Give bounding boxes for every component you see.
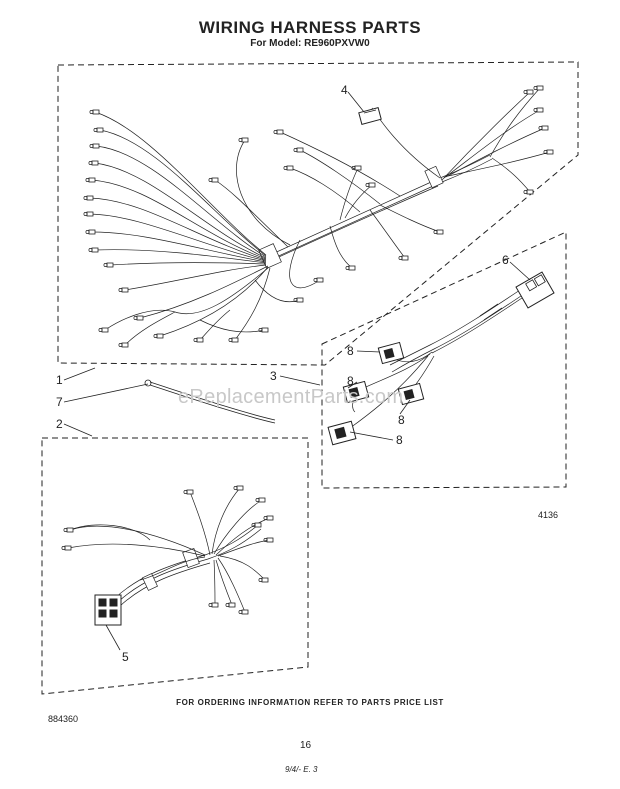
callout-5: 5 [122,650,129,664]
page-number: 16 [300,740,312,751]
loose-wire-part-7 [144,379,276,424]
watermark: eReplacementParts.com [178,386,404,408]
callout-1: 1 [56,373,63,387]
callout-8a: 8 [347,344,354,358]
callout-7: 7 [56,395,63,409]
leader-lines [63,91,531,651]
main-harness [89,87,551,346]
main-harness-terminals [83,85,554,348]
lower-harness-terminals [61,485,274,615]
lower-harness [67,487,271,613]
ordering-note: FOR ORDERING INFORMATION REFER TO PARTS … [176,698,444,707]
callout-8b: 8 [347,374,354,388]
plug-connectors-part-8 [327,341,425,446]
callout-4: 4 [341,83,348,97]
panel-plug-harness-border [321,231,567,489]
handwritten-note: 9/4/- E. 3 [285,765,318,774]
connector-part-4 [358,107,382,125]
callout-3: 3 [270,369,277,383]
callout-2: 2 [56,417,63,431]
figure-number: 4136 [538,510,559,520]
callout-8c: 8 [398,413,405,427]
panel-lower-harness-border [41,437,309,695]
document-part-number: 884360 [48,714,79,724]
block-connector-part-5 [94,594,122,626]
plug-connector-part-6 [515,271,555,309]
panel-main-harness-border [57,61,579,366]
model-subtitle: For Model: RE960PXVW0 [250,38,370,49]
callout-6: 6 [502,253,509,267]
callout-8d: 8 [396,433,403,447]
page-title: WIRING HARNESS PARTS [198,18,422,37]
